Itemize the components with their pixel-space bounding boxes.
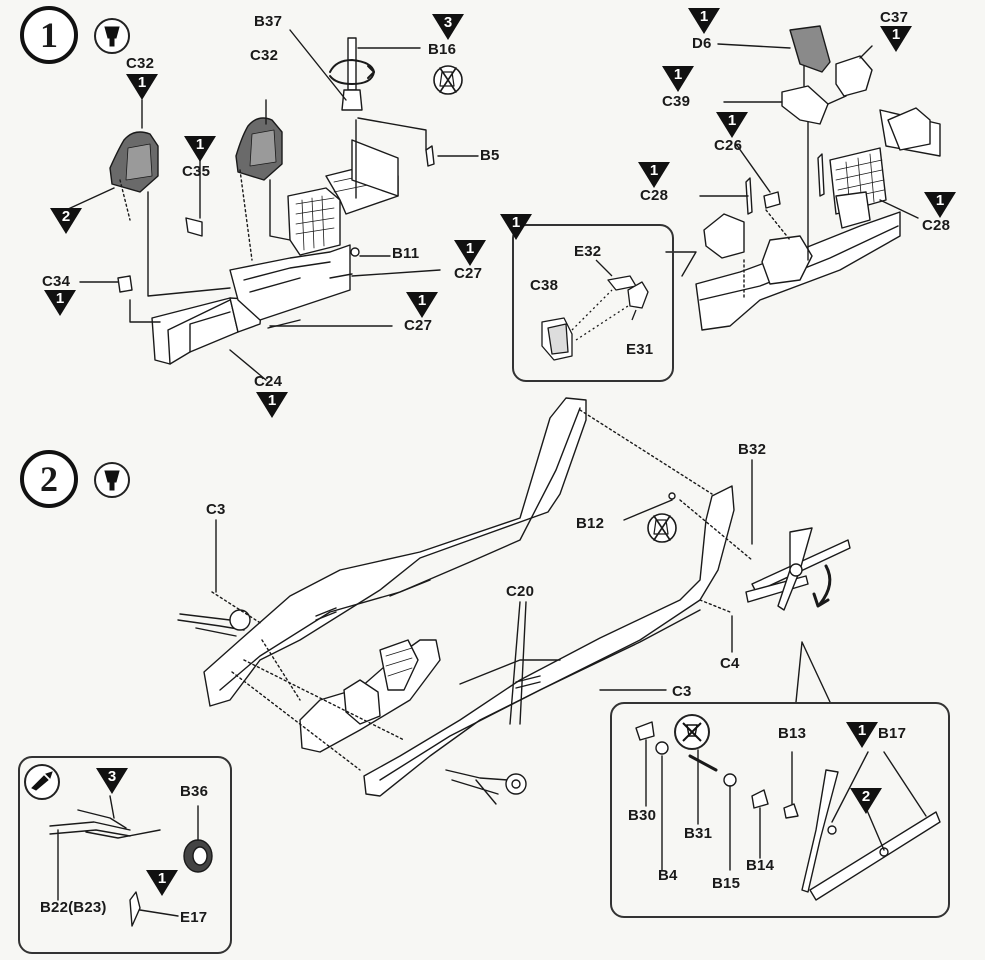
inset-parts-drawing (541, 259, 649, 361)
sprue-marker-c37: 1 (880, 26, 912, 52)
inset-steering-parts (512, 224, 674, 382)
label-b16: B16 (428, 41, 457, 58)
sprue-marker-gear-top: 3 (96, 768, 128, 794)
label-c35: C35 (182, 163, 211, 180)
sprue-number: 1 (511, 214, 521, 231)
sprue-number: 3 (107, 768, 117, 785)
sprue-number: 1 (195, 136, 205, 153)
fuselage-drawing (177, 397, 851, 805)
sprue-number: 1 (699, 8, 709, 25)
label-b22-b23: B22(B23) (40, 899, 107, 916)
no-glue-symbol-b16 (433, 65, 463, 95)
sprue-marker-e17: 1 (146, 870, 178, 896)
inset-landing-gear (18, 756, 232, 954)
sprue-marker-c32-left: 1 (126, 74, 158, 100)
label-c26: C26 (714, 137, 743, 154)
sprue-number: 2 (61, 208, 71, 225)
label-e31: E31 (626, 341, 654, 358)
sprue-marker-c27-lower: 1 (406, 292, 438, 318)
label-c3-top: C3 (206, 501, 226, 518)
label-b11: B11 (392, 245, 420, 262)
label-c27-lower: C27 (404, 317, 433, 334)
glue-tube-icon (94, 18, 130, 54)
label-c24: C24 (254, 373, 283, 390)
sprue-number: 1 (267, 392, 277, 409)
label-b37: B37 (254, 13, 283, 30)
sprue-number: 1 (935, 192, 945, 209)
sprue-marker-inset: 1 (500, 214, 532, 240)
sprue-number: 1 (673, 66, 683, 83)
sprue-number: 1 (857, 722, 867, 739)
sprue-marker-c26: 1 (716, 112, 748, 138)
sprue-number: 3 (443, 14, 453, 31)
inset-callout-tail-step2 (795, 641, 831, 703)
sprue-marker-c27: 1 (454, 240, 486, 266)
label-c28-left: C28 (640, 187, 669, 204)
label-b13: B13 (778, 725, 807, 742)
label-c28-right: C28 (922, 217, 951, 234)
sprue-marker-c39: 1 (662, 66, 694, 92)
no-glue-symbol-b12 (647, 513, 677, 543)
sprue-marker-d6: 1 (688, 8, 720, 34)
label-b30: B30 (628, 807, 657, 824)
sprue-marker-b16: 3 (432, 14, 464, 40)
sprue-marker-c34: 1 (44, 290, 76, 316)
gear-inset-drawing (49, 795, 213, 927)
label-c3-bottom: C3 (672, 683, 692, 700)
sprue-number: 1 (727, 112, 737, 129)
sprue-number: 1 (137, 74, 147, 91)
step-2-marker: 2 (20, 450, 78, 508)
sprue-number: 1 (649, 162, 659, 179)
label-c4: C4 (720, 655, 740, 672)
label-b15: B15 (712, 875, 741, 892)
label-b31: B31 (684, 825, 713, 842)
label-c20: C20 (506, 583, 535, 600)
sprue-marker-c35: 1 (184, 136, 216, 162)
label-b36: B36 (180, 783, 209, 800)
step-1-marker: 1 (20, 6, 78, 64)
sprue-marker-blade: 2 (850, 788, 882, 814)
label-b32: B32 (738, 441, 767, 458)
label-b17: B17 (878, 725, 907, 742)
inset-tail-rotor (610, 702, 950, 918)
sprue-marker-b17: 1 (846, 722, 878, 748)
label-e17: E17 (180, 909, 208, 926)
paint-icon (24, 764, 60, 800)
label-c34: C34 (42, 273, 71, 290)
label-c32-left: C32 (126, 55, 155, 72)
sprue-marker-c28-right: 1 (924, 192, 956, 218)
label-c39: C39 (662, 93, 691, 110)
rotor-inset-drawing (635, 721, 941, 901)
label-b12: B12 (576, 515, 605, 532)
sprue-number: 1 (55, 290, 65, 307)
cockpit-tub-drawing (65, 29, 479, 381)
sprue-marker-2: 2 (50, 208, 82, 234)
sprue-number: 2 (861, 788, 871, 805)
sprue-marker-c28-left: 1 (638, 162, 670, 188)
glue-tube-icon (94, 462, 130, 498)
sprue-number: 1 (465, 240, 475, 257)
cockpit-exploded-drawing (695, 25, 941, 331)
label-c38: C38 (530, 277, 559, 294)
label-c27-upper: C27 (454, 265, 483, 282)
label-e32: E32 (574, 243, 602, 260)
no-glue-icon (674, 714, 710, 750)
sprue-number: 1 (417, 292, 427, 309)
label-b5: B5 (480, 147, 500, 164)
label-c32-right: C32 (250, 47, 279, 64)
sprue-number: 1 (157, 870, 167, 887)
label-b4: B4 (658, 867, 678, 884)
sprue-number: 1 (891, 26, 901, 43)
label-b14: B14 (746, 857, 775, 874)
sprue-marker-c24: 1 (256, 392, 288, 418)
label-c37: C37 (880, 9, 909, 26)
label-d6: D6 (692, 35, 712, 52)
